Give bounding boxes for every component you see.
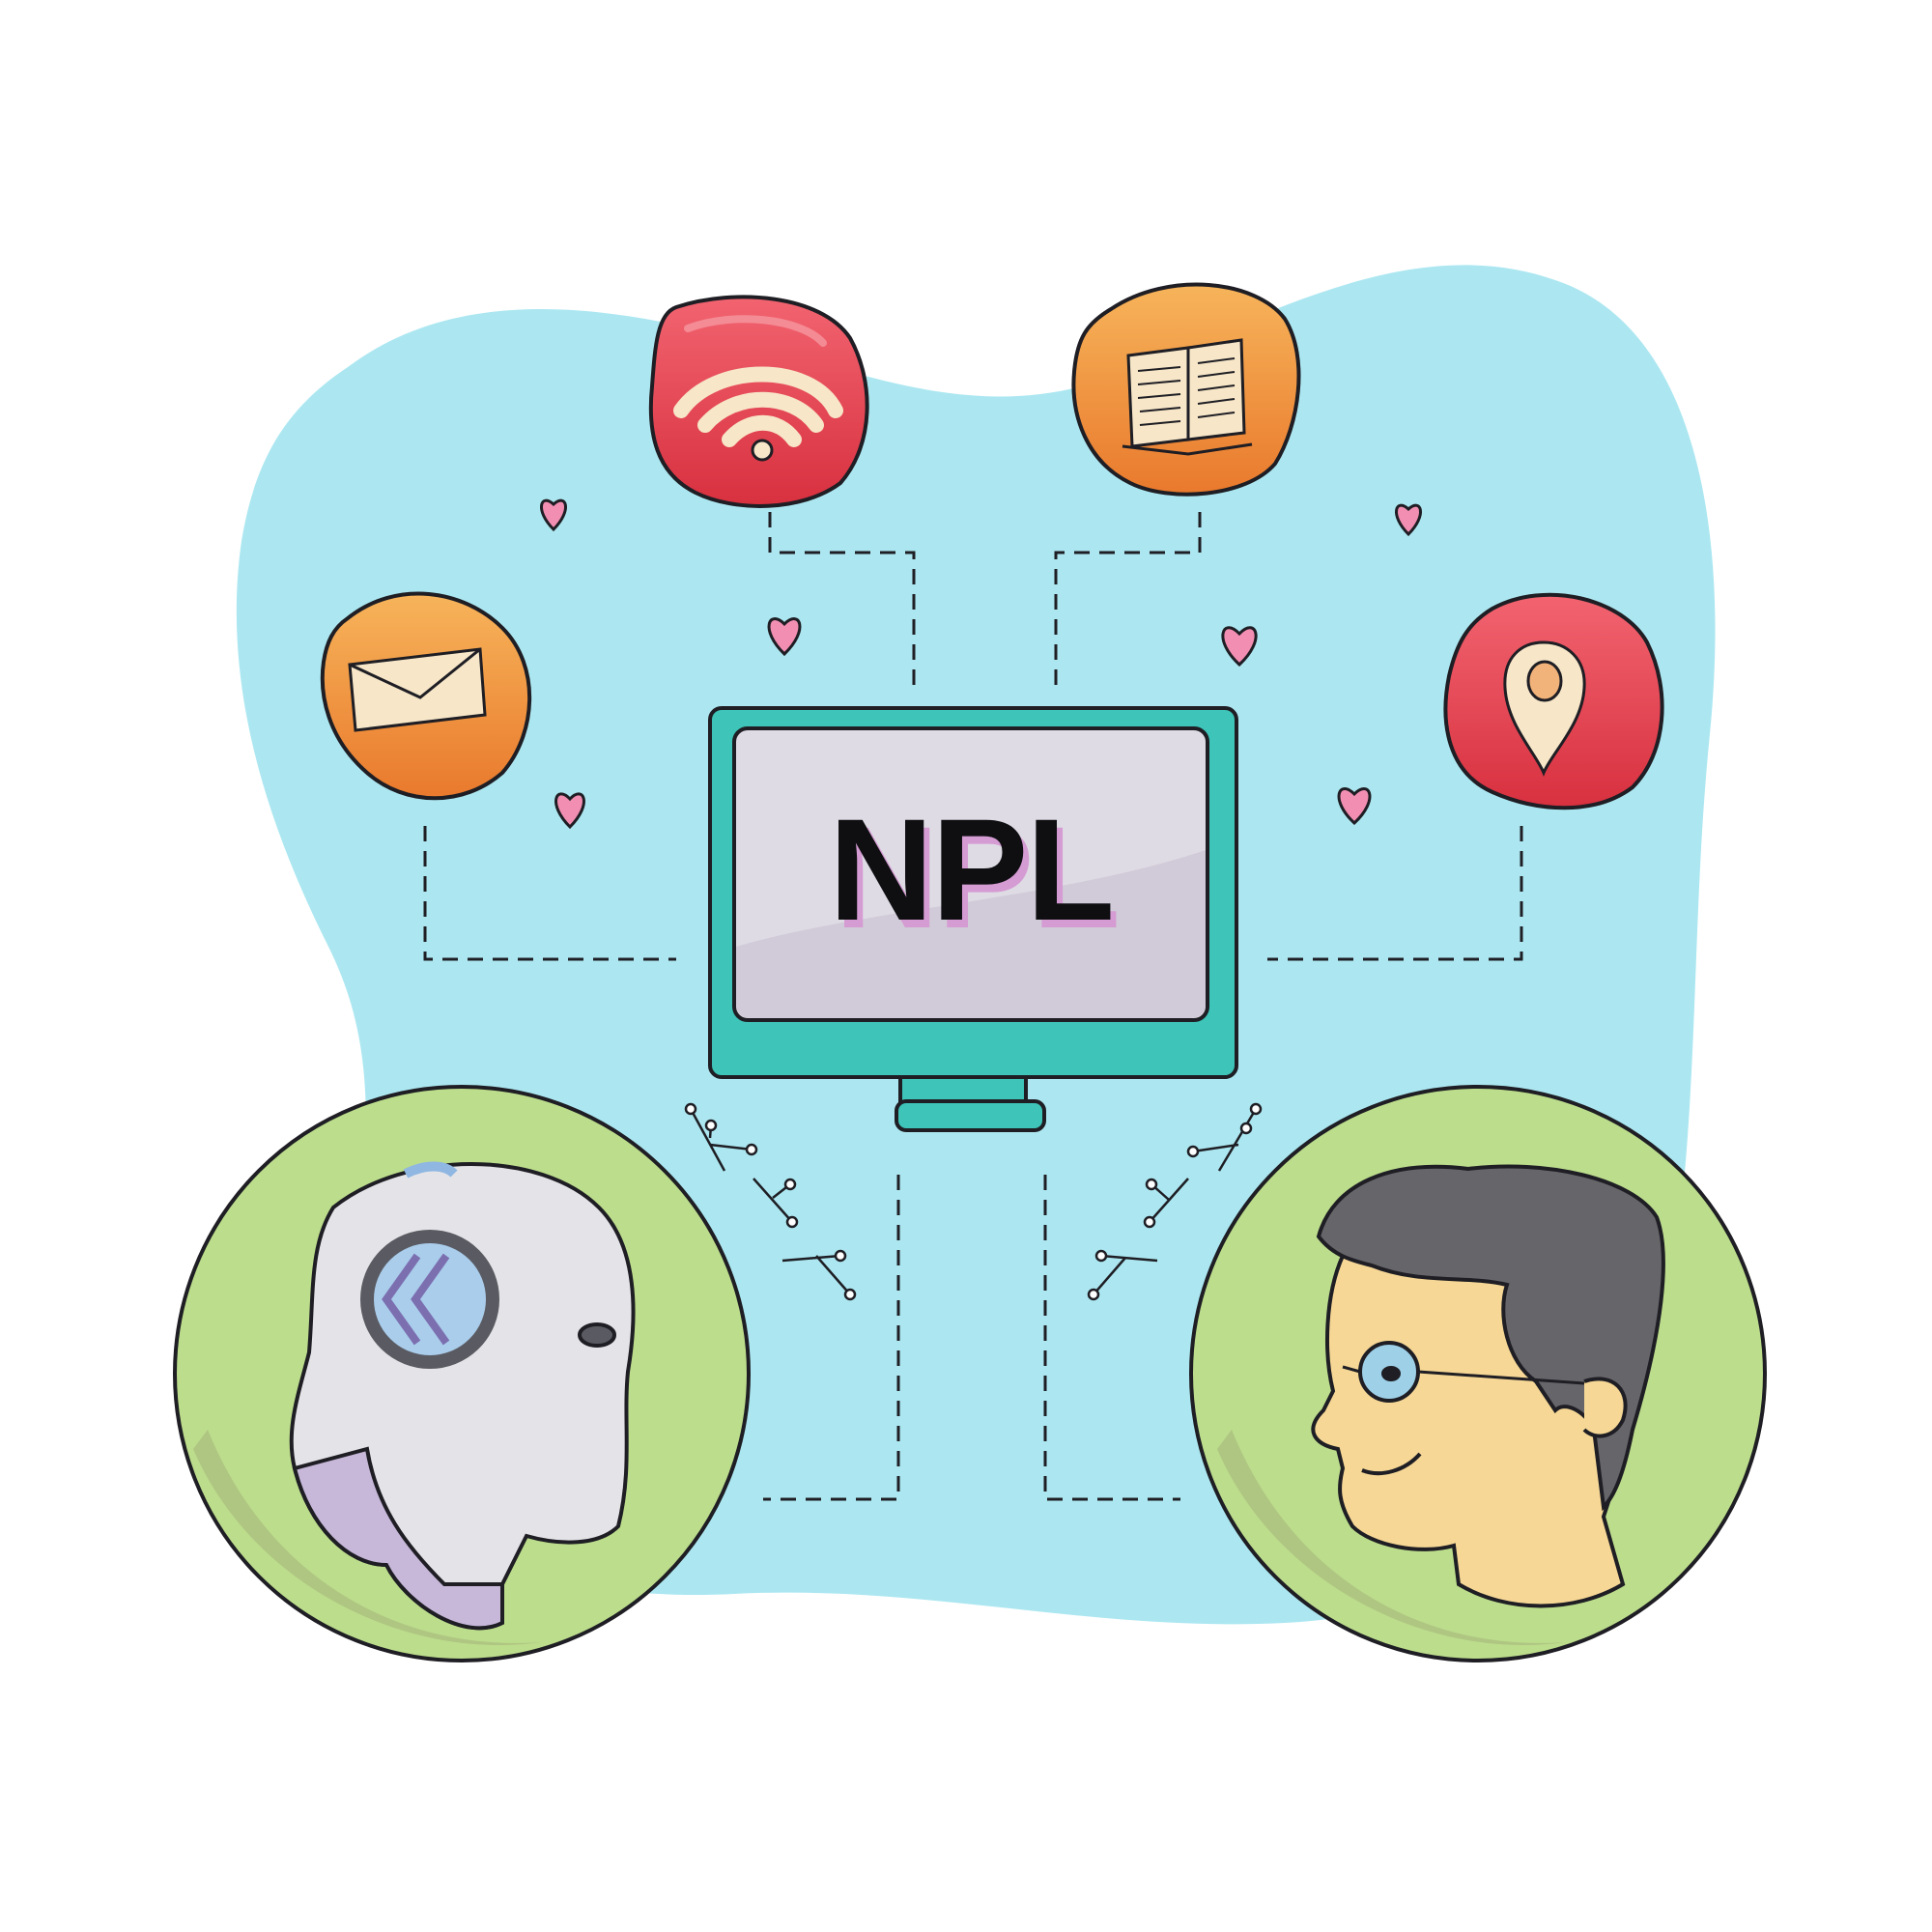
hearts	[540, 498, 1422, 830]
monitor: NPL NPL	[708, 706, 1238, 1132]
monitor-label: NPL	[829, 788, 1113, 951]
book-icon	[1122, 338, 1253, 456]
wifi-tile	[648, 295, 869, 508]
monitor-label-shadow: NPL	[835, 796, 1119, 958]
monitor-base	[895, 1099, 1046, 1132]
human-avatar	[1189, 1085, 1767, 1662]
connector-location	[1267, 826, 1523, 961]
mail-tile	[320, 591, 532, 801]
signal-branches	[684, 1102, 1263, 1301]
connector-mail	[423, 826, 676, 961]
human-head-icon	[1311, 1164, 1665, 1608]
robot-avatar	[173, 1085, 751, 1662]
wifi-icon	[673, 366, 843, 462]
connector-wifi	[768, 512, 916, 688]
connector-human	[1043, 1175, 1180, 1501]
connector-book	[1054, 512, 1202, 688]
location-pin-icon	[1503, 640, 1586, 778]
location-tile	[1443, 592, 1664, 810]
heart-icon	[767, 617, 802, 657]
book-tile	[1071, 282, 1301, 497]
envelope-icon	[348, 647, 487, 732]
connector-lines	[423, 512, 1523, 1501]
robot-head-icon	[289, 1161, 636, 1631]
heart-icon	[1395, 503, 1422, 537]
heart-icon	[1337, 787, 1372, 826]
connector-robot	[763, 1175, 900, 1501]
heart-icon	[554, 792, 585, 830]
heart-icon	[540, 498, 567, 532]
heart-icon	[1221, 626, 1258, 668]
